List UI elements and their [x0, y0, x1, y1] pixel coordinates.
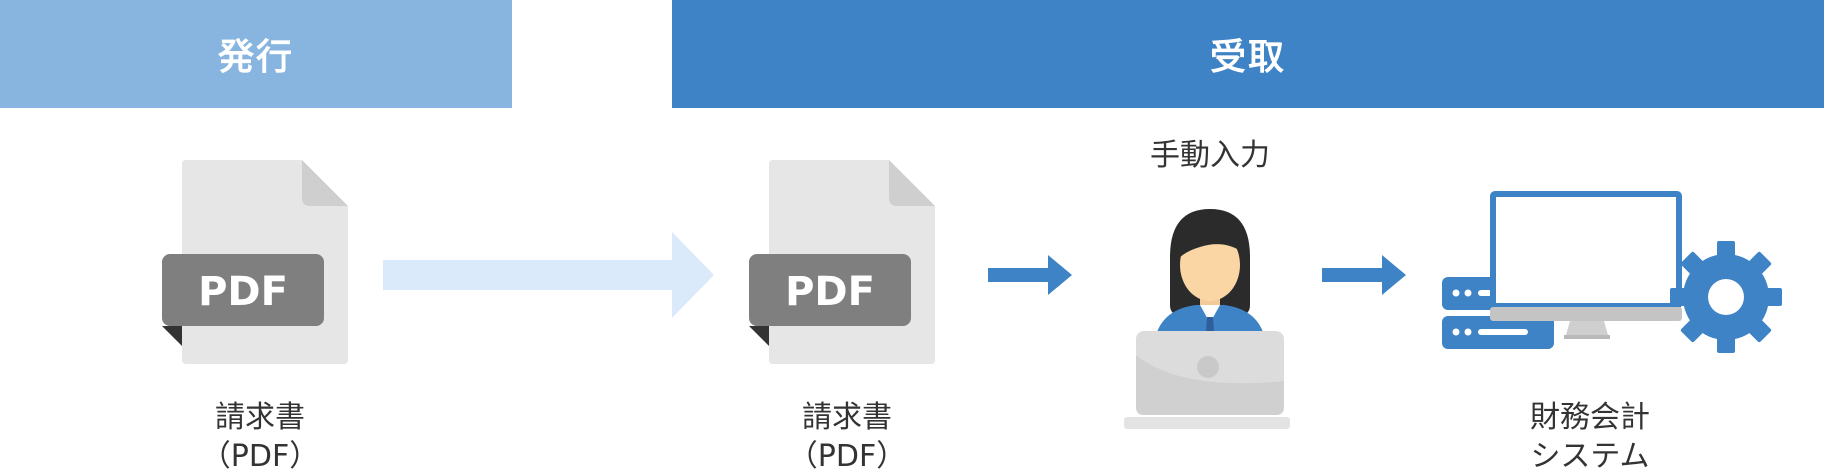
send-arrow-icon	[383, 232, 714, 318]
issue-section-title: 発行	[217, 37, 294, 78]
arrow-right-icon	[988, 255, 1072, 295]
receive-section-title: 受取	[1209, 37, 1286, 78]
manual-entry-label: 手動入力	[1150, 138, 1270, 173]
accounting-system-label: 財務会計 システム	[1530, 400, 1650, 474]
pdf-badge-text: PDF	[198, 269, 288, 315]
pdf-document-icon-receiver: PDF	[749, 160, 935, 364]
invoice-pdf-label-sender: 請求書 （PDF）	[200, 400, 320, 474]
invoice-pdf-label-receiver: 請求書 （PDF）	[787, 400, 907, 474]
accounting-system-icon	[1442, 191, 1782, 353]
operator-at-laptop-icon	[1124, 209, 1290, 429]
pdf-document-icon-sender: PDF	[162, 160, 348, 364]
pdf-badge-text: PDF	[785, 269, 875, 315]
arrow-right-icon	[1322, 255, 1406, 295]
issue-section-header: 発行	[0, 0, 512, 108]
receive-section-header: 受取	[672, 0, 1824, 108]
